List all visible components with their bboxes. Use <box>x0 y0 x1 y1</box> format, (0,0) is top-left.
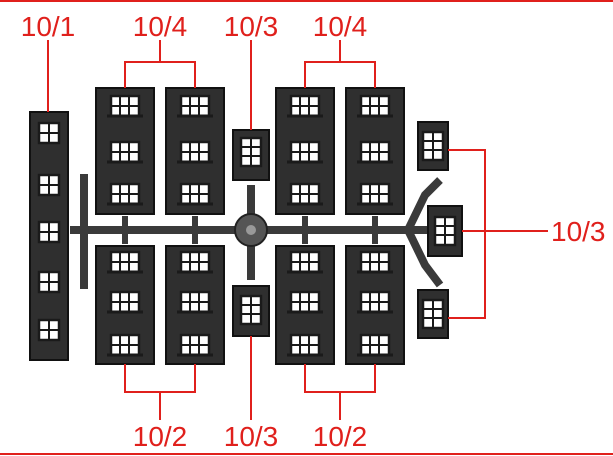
part-10-1-strip <box>29 111 69 361</box>
leader-lines <box>47 40 548 420</box>
part-10-3-center-top <box>232 129 270 181</box>
label-10-3-right: 10/3 <box>551 216 606 247</box>
label-10-4-right: 10/4 <box>313 11 368 42</box>
part-10-2-left-a <box>95 245 155 365</box>
part-10-2-left-b <box>165 245 225 365</box>
part-10-3-center-bottom <box>232 285 270 337</box>
part-10-2-right-a <box>275 245 335 365</box>
bracket-10-2-right <box>304 364 376 393</box>
top-border-line <box>0 0 613 2</box>
bracket-10-4-left <box>124 61 196 88</box>
part-10-4-left-a <box>95 87 155 215</box>
part-10-2-right-b <box>345 245 405 365</box>
label-10-4-left: 10/4 <box>133 11 188 42</box>
part-10-4-right-b <box>345 87 405 215</box>
label-10-2-left: 10/2 <box>133 421 188 452</box>
bracket-10-3-right <box>448 149 486 319</box>
bracket-10-4-right <box>304 61 376 88</box>
part-10-3-right-bottom <box>417 289 449 339</box>
part-10-4-left-b <box>165 87 225 215</box>
part-10-4-right-a <box>275 87 335 215</box>
label-10-2-right: 10/2 <box>313 421 368 452</box>
part-10-3-right-top <box>417 121 449 171</box>
bracket-10-2-left <box>124 364 196 393</box>
part-10-3-right-middle <box>427 205 463 257</box>
label-10-3-top: 10/3 <box>224 11 279 42</box>
label-10-1: 10/1 <box>21 11 76 42</box>
bottom-border-line <box>0 453 613 455</box>
label-10-3-bottom: 10/3 <box>224 421 279 452</box>
sprue-frame <box>70 174 450 289</box>
